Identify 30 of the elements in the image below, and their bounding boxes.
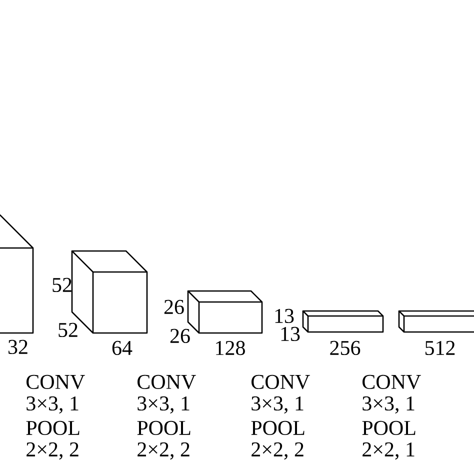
layer-label: 3×3, 1 xyxy=(252,396,304,414)
dimension-label: 26 xyxy=(164,300,184,314)
layer-label: POOL xyxy=(26,420,80,436)
layer-label: CONV xyxy=(138,374,196,390)
layer-label: CONV xyxy=(252,374,310,390)
layer-label: 2×2, 1 xyxy=(362,442,414,460)
dimension-label: 26 xyxy=(170,328,190,344)
cuboid xyxy=(0,214,34,334)
layer-label: CONV xyxy=(26,374,85,390)
cuboid xyxy=(302,310,384,333)
layer-label: 2×2, 2 xyxy=(138,442,190,460)
dimension-label: 128 xyxy=(216,340,245,356)
layer-label: 2×2, 2 xyxy=(252,442,304,460)
layer-label: POOL xyxy=(137,420,190,436)
layer-label: 2×2, 2 xyxy=(26,442,78,460)
layer-label: CONV xyxy=(362,374,421,390)
dimension-label: 52 xyxy=(58,322,78,338)
layer-label: POOL xyxy=(251,420,304,436)
layer-label: POOL xyxy=(362,420,416,436)
dimension-label: 32 xyxy=(8,340,28,354)
layer-label: 3×3, 1 xyxy=(362,396,414,414)
dimension-label: 13 xyxy=(281,326,300,342)
dimension-label: 256 xyxy=(330,340,360,356)
dimension-label: 512 xyxy=(425,340,455,356)
dimension-label: 13 xyxy=(275,308,294,324)
cuboid xyxy=(398,310,474,333)
layer-label: 3×3, 1 xyxy=(138,396,190,414)
layer-label: 3×3, 1 xyxy=(26,396,78,414)
dimension-label: 64 xyxy=(112,340,132,356)
dimension-label: 52 xyxy=(52,278,72,292)
